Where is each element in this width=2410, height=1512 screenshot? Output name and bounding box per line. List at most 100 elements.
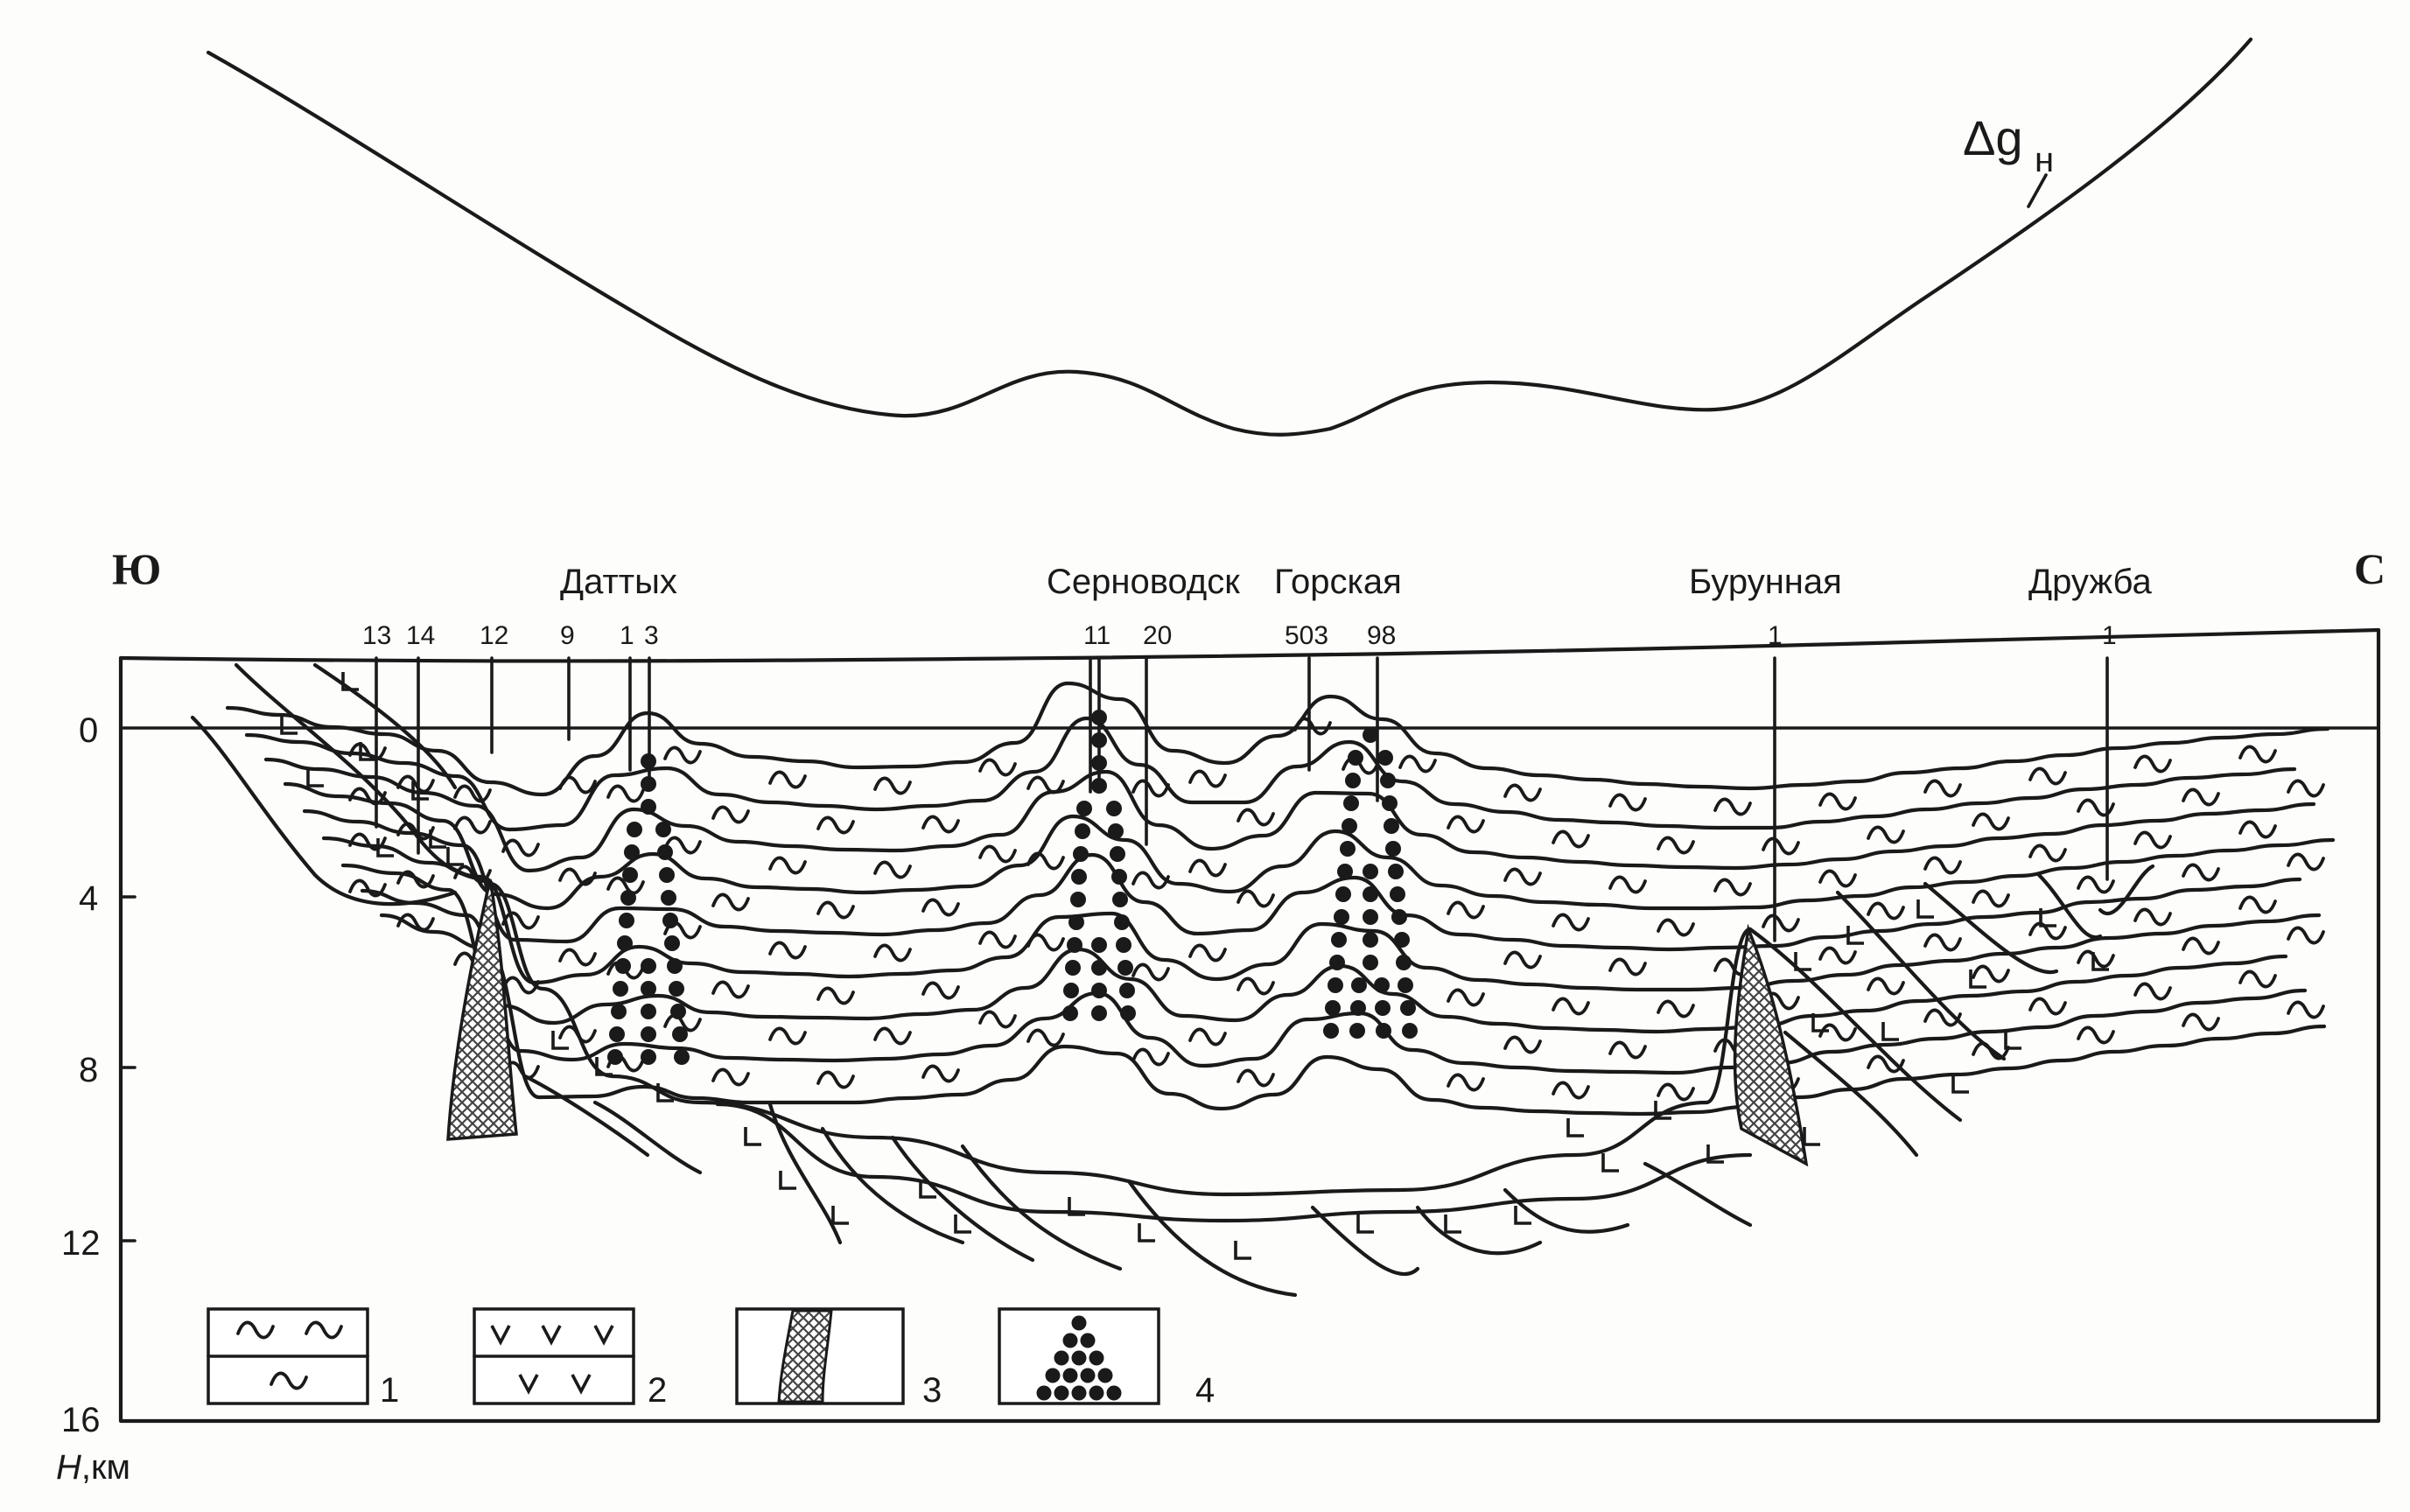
deposit-dot — [1091, 778, 1107, 794]
legend-deposit-dot — [1106, 1385, 1122, 1401]
well-numbers: 13 14 12 9 1 3 11 20 503 98 1 1 — [362, 621, 2117, 650]
deposit-dot — [670, 1004, 686, 1019]
sediment-symbol — [2287, 779, 2325, 798]
sediment-symbol — [1131, 1047, 1170, 1067]
deposit-dot — [1374, 977, 1390, 993]
sediment-symbol — [1972, 812, 2010, 831]
sediment-symbol — [2133, 907, 2172, 927]
deposit-dot — [1329, 955, 1345, 970]
volcanic-symbol — [1444, 1213, 1463, 1234]
depth-axis-unit: ,км — [81, 1448, 130, 1487]
stratum-boundary — [283, 781, 2336, 911]
sediment-symbol — [873, 943, 912, 962]
volcanic-layer-boundary — [234, 662, 493, 886]
legend-deposit-dot — [1062, 1333, 1078, 1348]
volcanic-layer-boundary — [820, 1126, 965, 1245]
legend-deposit-dot — [1089, 1350, 1104, 1366]
deposit-dot — [1350, 1000, 1366, 1016]
legend-deposit-dot — [1089, 1385, 1104, 1401]
deposit-dot — [641, 1026, 656, 1042]
stratum-boundary — [321, 836, 2322, 992]
deposit-dot — [1385, 841, 1401, 857]
intrusive-bodies — [446, 878, 1809, 1167]
volcanic-symbol — [1356, 1213, 1376, 1234]
sediment-symbol — [1237, 808, 1275, 827]
volcanic-symbol — [1138, 1222, 1157, 1242]
volcanic-layer-boundary — [1923, 881, 2059, 975]
deposit-dot — [622, 867, 638, 883]
deposit-dot — [1091, 1005, 1107, 1021]
sediment-symbol — [1818, 792, 1857, 811]
legend-item-deposits: 4 — [998, 1307, 1215, 1410]
volcanic-symbol — [1566, 1116, 1586, 1138]
sediment-symbol — [1818, 1023, 1857, 1042]
legend-deposit-dot — [1071, 1315, 1087, 1331]
legend-deposit-dot — [1054, 1385, 1069, 1401]
gravity-subscript: н — [2035, 141, 2054, 179]
sediment-symbol — [1447, 988, 1485, 1007]
deposit-dot — [1063, 983, 1079, 998]
sediment-symbol — [1447, 815, 1485, 834]
deposit-dot — [1349, 1023, 1365, 1039]
north-label: С — [2354, 544, 2385, 593]
deposit-dot — [1351, 977, 1367, 993]
sediment-symbol — [1867, 901, 1905, 920]
sediment-symbol — [558, 775, 597, 794]
deposit-dot — [1391, 909, 1407, 925]
deposit-dot — [1335, 886, 1351, 902]
deposit-dot — [1117, 960, 1133, 976]
sediment-symbol — [1657, 836, 1695, 855]
sediment-symbol — [816, 900, 855, 920]
sediment-symbol — [1657, 999, 1695, 1018]
deposit-dot — [664, 935, 680, 951]
stratum-boundary — [379, 913, 2327, 1116]
sediment-symbol — [1972, 889, 2010, 908]
sediment-symbol — [1608, 1040, 1647, 1060]
sediment-symbol — [1398, 754, 1437, 774]
depth-tick-label: 12 — [61, 1224, 101, 1263]
deposit-dot — [1363, 909, 1378, 925]
sediment-symbol — [2238, 970, 2277, 989]
deposit-dot — [1091, 937, 1107, 953]
deposit-dot — [1363, 955, 1378, 970]
deposit-dot — [619, 913, 634, 928]
sediment-symbol — [816, 816, 855, 835]
deposit-dot — [674, 1049, 690, 1065]
volcanic-layer-boundary — [1783, 1030, 1919, 1158]
gravity-label: Δg — [1963, 110, 2023, 165]
sediment-symbol — [768, 1026, 807, 1046]
deposit-dot — [1402, 1023, 1418, 1039]
deposit-dot — [1337, 864, 1353, 879]
sediment-symbol — [453, 816, 492, 835]
deposit-dot — [641, 1049, 656, 1065]
deposit-dot — [655, 822, 671, 837]
deposit-dot — [1076, 801, 1092, 816]
deposit-dot — [1323, 1023, 1339, 1039]
sediment-symbol — [558, 948, 597, 967]
sediment-symbol — [1131, 962, 1170, 982]
volcanic-layer-boundary — [592, 1100, 703, 1175]
intrusive-body-south — [446, 878, 518, 1141]
sediment-symbol — [558, 867, 597, 886]
deposit-dot — [615, 958, 631, 974]
sediment-symbol — [921, 815, 960, 834]
volcanic-symbol — [1803, 1125, 1822, 1146]
deposit-dot — [1376, 1023, 1391, 1039]
legend-deposit-dot — [1045, 1368, 1061, 1383]
deposit-dot — [1120, 1005, 1136, 1021]
sediment-symbol — [1131, 779, 1170, 798]
well-label: 503 — [1285, 621, 1328, 650]
deposit-dot — [620, 890, 636, 906]
sediment-symbol — [768, 941, 807, 960]
deposit-dot — [1363, 932, 1378, 948]
deposit-dot — [1108, 823, 1124, 839]
sediment-symbol — [1762, 836, 1800, 856]
deposit-dot — [1106, 801, 1122, 816]
lower-volcanic-complex — [190, 662, 2155, 1298]
sediment-symbol — [2182, 863, 2220, 882]
sediment-symbol — [711, 980, 750, 999]
deposit-dot — [1091, 755, 1107, 771]
sediment-symbol — [1237, 1068, 1275, 1088]
sediment-symbol — [873, 1026, 912, 1046]
